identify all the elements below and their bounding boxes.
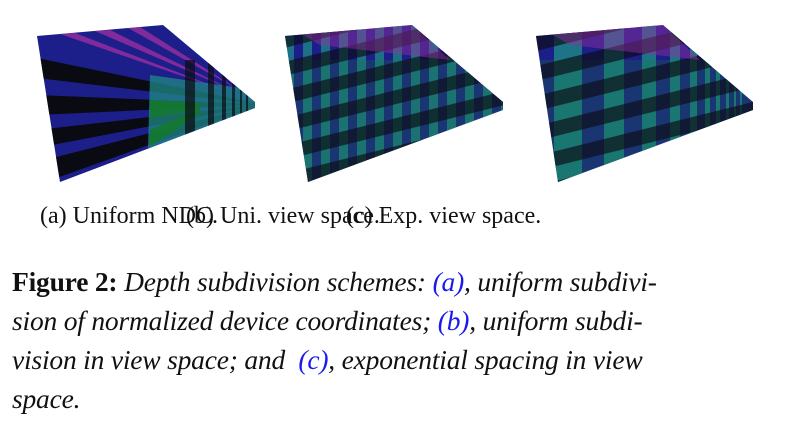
- subcaption-a-title: Uniform NDC.: [72, 203, 218, 229]
- caption-text: , uniform subdi-: [469, 305, 643, 336]
- caption-text: sion of normalized device coordinates;: [12, 305, 438, 336]
- subcaption-b-label: (b): [186, 203, 214, 229]
- caption-text: space.: [12, 383, 81, 414]
- caption-line-2: sion of normalized device coordinates; (…: [12, 301, 782, 340]
- panel-b-image: [260, 0, 530, 200]
- subcaption-b-title: Uni. view space.: [219, 203, 380, 229]
- subcaption-a-label: (a): [40, 203, 67, 229]
- figure-caption: Figure 2: Depth subdivision schemes: (a)…: [12, 262, 782, 418]
- caption-line-3: vision in view space; and (c), exponenti…: [12, 340, 782, 379]
- ref-link-b[interactable]: (b): [437, 305, 470, 336]
- render-uniform-view-space: [285, 25, 503, 182]
- panel-c-image: [520, 0, 797, 200]
- ref-link-a[interactable]: (a): [432, 266, 465, 297]
- render-exponential-view-space: [536, 25, 753, 182]
- caption-text: Depth subdivision schemes:: [117, 266, 433, 297]
- figure-label: Figure 2:: [12, 266, 118, 297]
- caption-line-1: Figure 2: Depth subdivision schemes: (a)…: [12, 262, 782, 301]
- subcaption-c: (c) Exp. view space.: [346, 196, 541, 236]
- subcaption-c-title: Exp. view space.: [378, 203, 542, 229]
- caption-line-4: space.: [12, 379, 782, 418]
- caption-text: vision in view space; and: [12, 344, 299, 375]
- caption-text: , uniform subdivi-: [464, 266, 657, 297]
- subcaption-a: (a) Uniform NDC.: [40, 196, 218, 236]
- subcaption-b: (b) Uni. view space.: [186, 196, 380, 236]
- subcaption-c-label: (c): [346, 203, 373, 229]
- render-uniform-ndc: [37, 25, 255, 182]
- caption-text: , exponential spacing in view: [328, 344, 643, 375]
- panel-a-image: [0, 0, 270, 200]
- ref-link-c[interactable]: (c): [298, 344, 329, 375]
- subcaption-row: (a) Uniform NDC. (b) Uni. view space. (c…: [0, 196, 797, 236]
